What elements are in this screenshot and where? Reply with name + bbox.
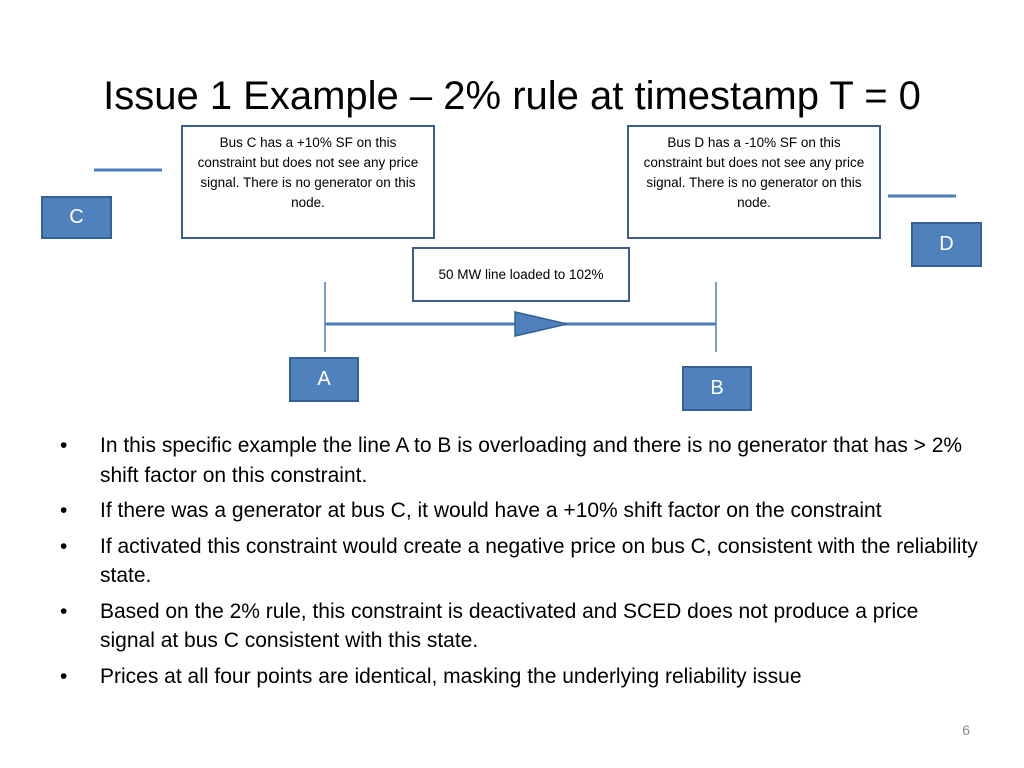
bullet-item: In this specific example the line A to B…: [58, 431, 978, 490]
page-number: 6: [962, 722, 970, 738]
bus-b-box: B: [682, 366, 752, 411]
slide-title: Issue 1 Example – 2% rule at timestamp T…: [103, 74, 921, 118]
line-loading-label: 50 MW line loaded to 102%: [412, 247, 630, 302]
callout-bus-d: Bus D has a -10% SF on this constraint b…: [627, 125, 881, 239]
bullet-item: Based on the 2% rule, this constraint is…: [58, 597, 978, 656]
bullet-item: If there was a generator at bus C, it wo…: [58, 496, 978, 526]
callout-bus-c: Bus C has a +10% SF on this constraint b…: [181, 125, 435, 239]
bus-d-box: D: [911, 222, 982, 267]
bus-c-box: C: [41, 196, 112, 239]
network-diagram: [94, 168, 956, 352]
bullet-item: If activated this constraint would creat…: [58, 532, 978, 591]
bullet-item: Prices at all four points are identical,…: [58, 662, 978, 692]
bus-a-box: A: [289, 357, 359, 402]
flow-arrow-icon: [514, 311, 568, 337]
bullet-list: In this specific example the line A to B…: [58, 431, 978, 697]
